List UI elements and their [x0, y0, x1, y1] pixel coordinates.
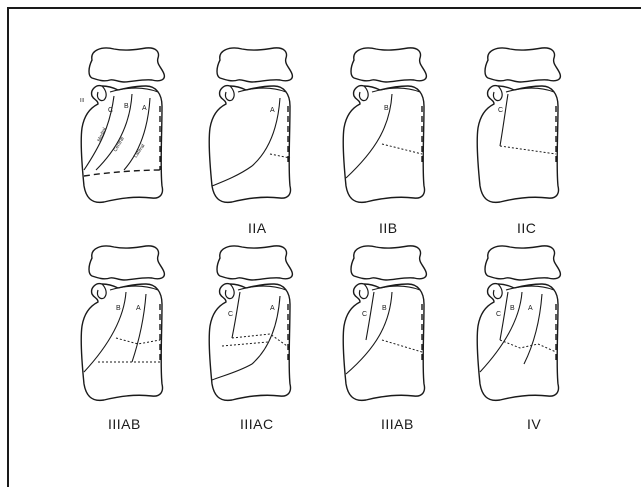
panel-IIIAB-1: B A	[81, 246, 164, 401]
panel-letter: A	[528, 305, 533, 312]
panel-letter: A	[136, 305, 141, 312]
panel-IIIAB-2: C B	[343, 246, 426, 401]
panel-letter: B	[124, 103, 129, 110]
panel-caption-IV: IV	[527, 416, 541, 432]
panel-small-label: III	[80, 98, 84, 104]
panel-IIIAC: C A	[209, 246, 292, 401]
panel-caption-IIIAC: IIIAC	[240, 416, 274, 432]
panel-letter: C	[498, 107, 503, 114]
panel-caption-IIA: IIA	[248, 220, 267, 236]
panel-letter: C	[362, 311, 367, 318]
panel-caption-IIB: IIB	[379, 220, 398, 236]
panel-letter: B	[116, 305, 121, 312]
panel-IIB: B	[343, 48, 426, 203]
panel-IIA: A	[209, 48, 292, 203]
panel-letter: A	[270, 305, 275, 312]
panel-caption-IIIAB-2: IIIAB	[381, 416, 414, 432]
panel-letter: C	[496, 311, 501, 318]
panel-letter: B	[510, 305, 515, 312]
panel-letter: A	[270, 107, 275, 114]
panel-caption-IIC: IIC	[517, 220, 536, 236]
panel-IIC: C	[477, 48, 560, 203]
panel-IV: C B A	[477, 246, 560, 401]
panel-reference: C B A III Medial Central Lateral	[80, 48, 164, 203]
panel-caption-IIIAB-1: IIIAB	[108, 416, 141, 432]
panel-letter: B	[382, 305, 387, 312]
panel-letter: A	[142, 105, 147, 112]
panel-letter: C	[228, 311, 233, 318]
panel-letter: B	[384, 105, 389, 112]
panel-letter: C	[108, 107, 113, 114]
